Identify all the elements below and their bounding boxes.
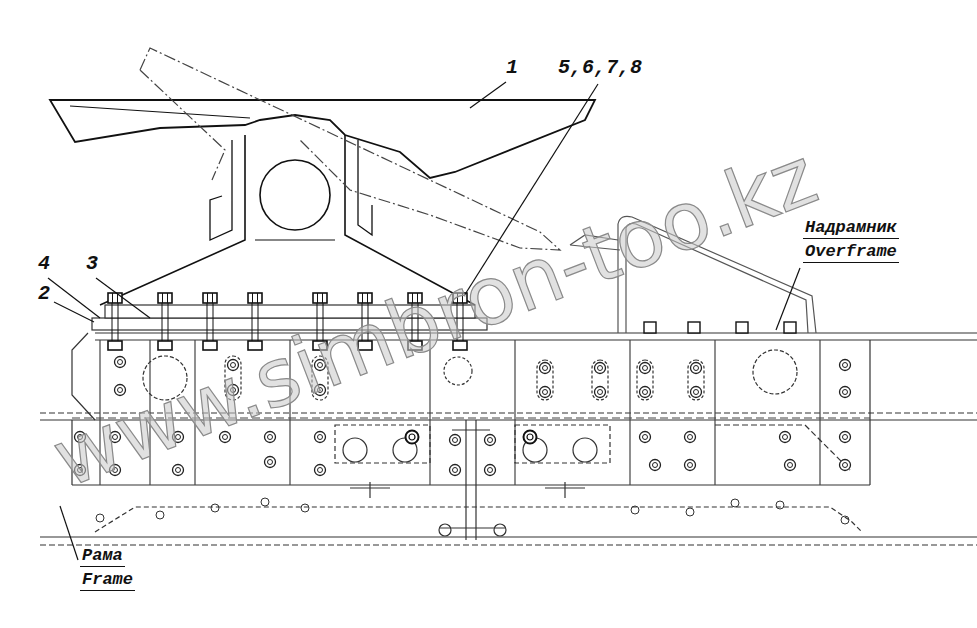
part-label: Рама	[80, 546, 125, 567]
callout-number: 1	[504, 56, 520, 79]
part-label: Frame	[80, 570, 135, 591]
callout-number: 3	[84, 252, 100, 275]
part-label: Overframe	[803, 242, 899, 263]
part-label: Надрамник	[803, 218, 899, 239]
callout-number: 2	[36, 282, 52, 305]
callout-number: 4	[36, 252, 52, 275]
callout-number: 5,6,7,8	[556, 56, 644, 79]
